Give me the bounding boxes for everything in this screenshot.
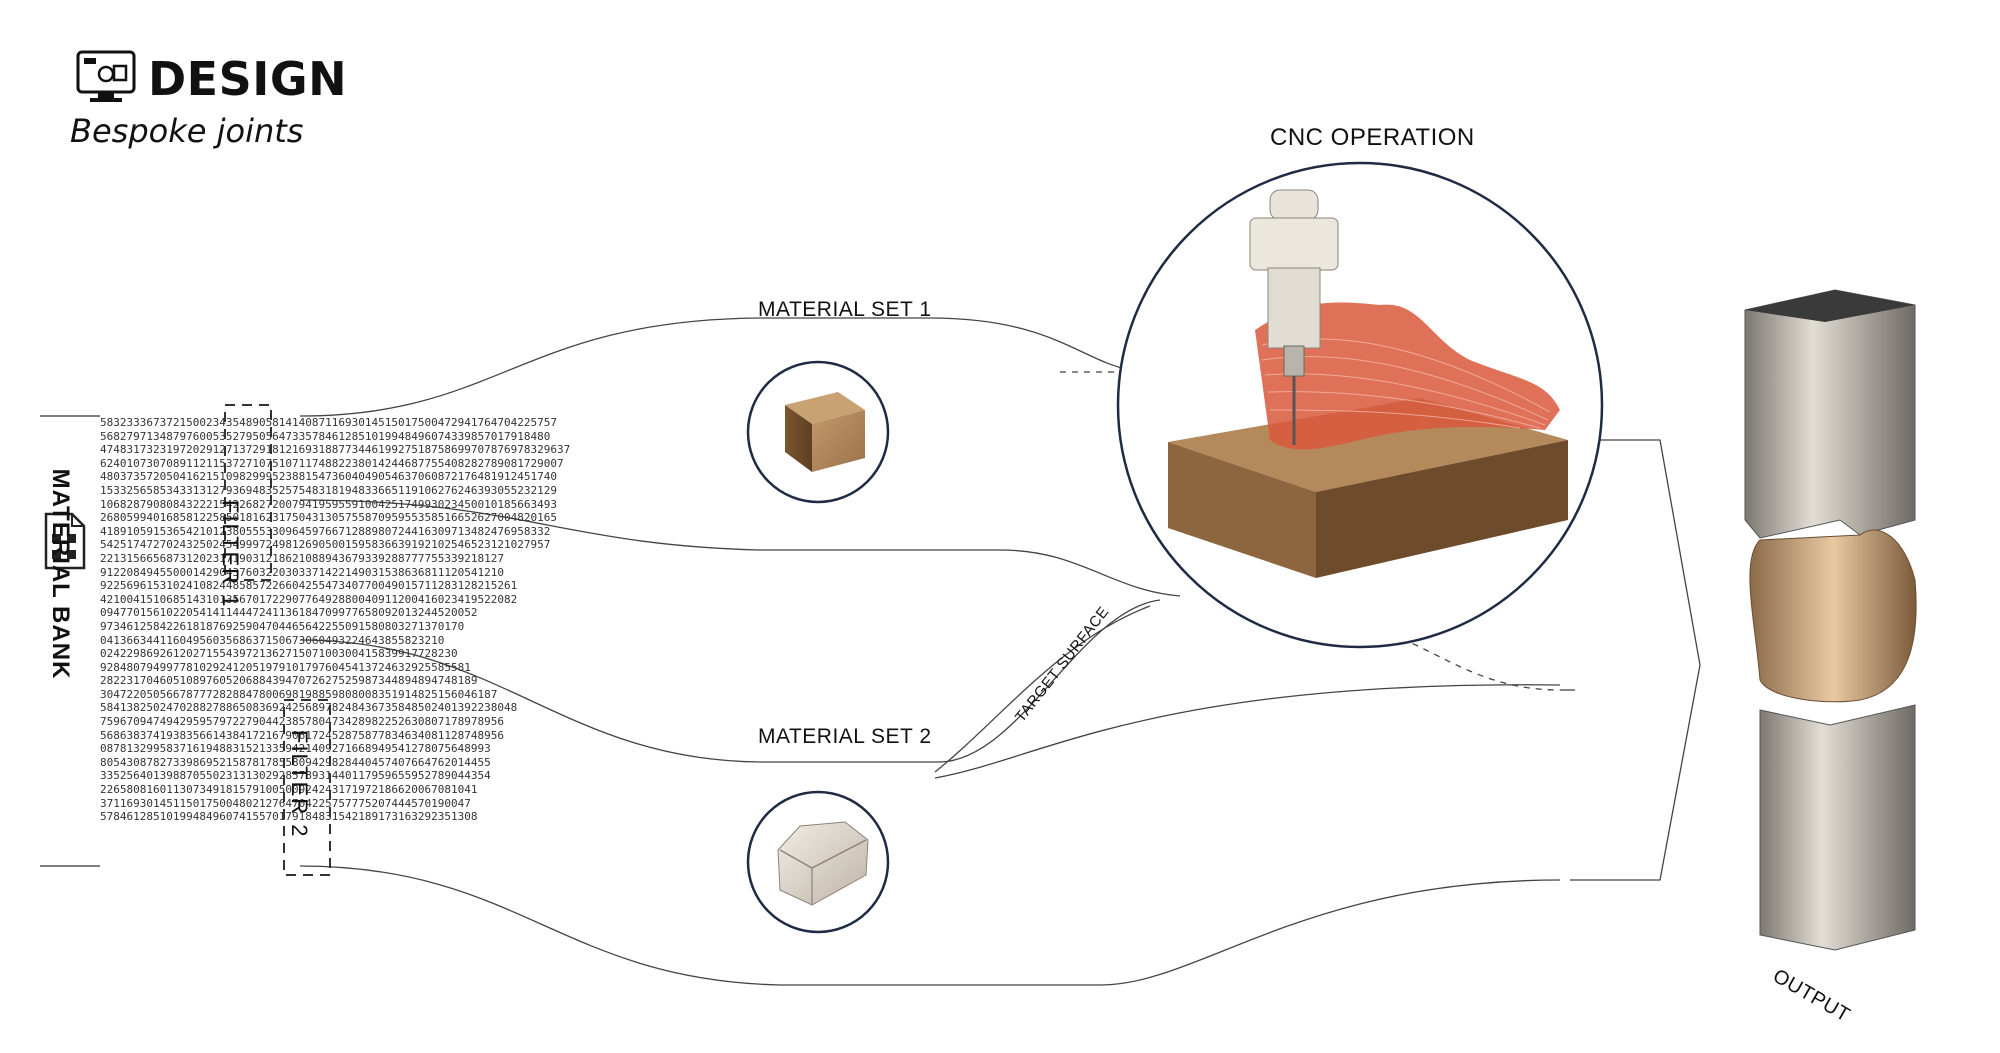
material-set-1-node <box>746 360 890 504</box>
cnc-operation-label: CNC OPERATION <box>1270 124 1475 151</box>
material-set-2-node <box>746 790 890 934</box>
wood-block-icon <box>785 392 865 472</box>
page-subtitle: Bespoke joints <box>70 112 304 150</box>
cnc-spindle-icon <box>1249 189 1339 445</box>
flow-lines <box>299 317 1701 986</box>
filter-2-label: FILTER 2 <box>287 730 312 839</box>
joint-column-icon <box>1744 289 1917 951</box>
page-title: DESIGN <box>148 52 348 106</box>
filter-1-label: FILTER 1 <box>218 500 243 609</box>
filter-2-box <box>283 699 331 876</box>
computer-design-icon <box>76 50 136 102</box>
material-bank-data: 5832333673721500234354890581414087116930… <box>100 416 571 824</box>
material-set-2-label: MATERIAL SET 2 <box>758 725 932 748</box>
material-bank-label: MATERIAL BANK <box>47 468 74 680</box>
filter-1-box <box>224 404 272 581</box>
material-bank-document-icon <box>44 512 86 570</box>
material-set-1-label: MATERIAL SET 1 <box>758 298 932 321</box>
material-bank-bracket <box>40 415 100 867</box>
cnc-operation-node <box>1116 161 1604 649</box>
marble-block-icon <box>777 821 869 906</box>
